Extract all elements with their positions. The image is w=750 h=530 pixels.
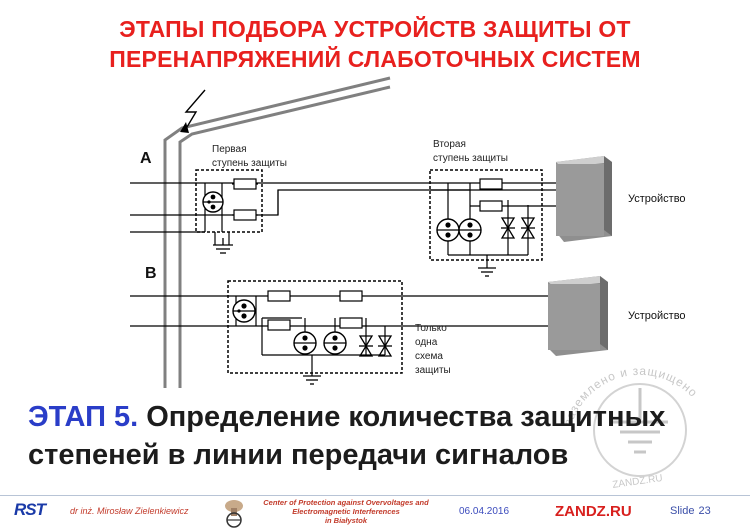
footer-org: Center of Protection against Overvoltage… [246,498,446,525]
slide-label: Slide [670,505,695,517]
rst-logo: RST [14,500,46,519]
tvs-diode-a1 [500,217,516,239]
resistor-b1 [267,290,291,302]
org-line-2: Electromagnetic Interferences [292,507,400,516]
resistor-b3 [267,319,291,331]
stage-label: ЭТАП 5. [28,401,139,433]
title-line-2: ПЕРЕНАПРЯЖЕНИЙ СЛАБОТОЧНЫХ СИСТЕМ [109,46,641,72]
resistor-b2 [339,290,363,302]
second-stage-label-1: Вторая [433,139,466,150]
first-stage-box [195,169,263,233]
tvs-diode-b2 [377,335,393,357]
title-line-1: ЭТАПЫ ПОДБОРА УСТРОЙСТВ ЗАЩИТЫ ОТ [119,16,631,42]
footer-author: dr inż. Mirosław Zielenkiewicz [70,506,189,516]
ground-icon-a1 [213,238,233,254]
only-one-line-4: защиты [415,365,451,376]
lightning-arrowhead [180,122,189,133]
tvs-diode-b1 [358,335,374,357]
footer: RST dr inż. Mirosław Zielenkiewicz Cente… [0,495,750,530]
slide-number-value: 23 [698,505,711,517]
footer-date: 06.04.2016 [459,506,510,517]
lightning-icon [183,89,206,133]
resistor-a3 [479,178,503,190]
device-a-label: Устройство [628,193,686,205]
slide-caption: ЭТАП 5. Определение количества защитных … [28,398,728,474]
building-wall [163,76,391,388]
resistor-b4 [339,317,363,329]
resistor-a2 [233,209,257,221]
resistor-a4 [479,200,503,212]
tvs-diode-a2 [520,217,536,239]
org-line-1: Center of Protection against Overvoltage… [263,498,429,507]
second-stage-box [429,169,543,261]
device-a-box [556,156,612,242]
org-logo-icon [225,500,243,528]
first-stage-label-1: Первая [212,144,247,155]
device-b-box [548,276,608,356]
resistor-a1 [233,178,257,190]
ground-icon-a2 [478,267,496,277]
first-stage-label-2: ступень защиты [212,158,287,169]
slide-title: ЭТАПЫ ПОДБОРА УСТРОЙСТВ ЗАЩИТЫ ОТ ПЕРЕНА… [0,14,750,74]
watermark-bottom-text: ZANDZ.RU [612,473,664,491]
caption-text-1: Определение количества защитных [138,401,666,433]
label-b: B [145,265,157,282]
only-one-line-3: схема [415,351,443,362]
footer-site[interactable]: ZANDZ.RU [555,503,632,520]
single-stage-box [227,280,403,374]
wires-a [130,182,556,268]
ground-icon-b [303,375,321,385]
footer-divider [0,495,750,496]
only-one-line-2: одна [415,337,438,348]
only-one-line-1: Только [415,323,447,334]
label-a: A [140,150,152,167]
org-line-3: in Białystok [324,516,368,525]
second-stage-label-2: ступень защиты [433,153,508,164]
device-b-label: Устройство [628,310,686,322]
caption-text-2: степеней в линии передачи сигналов [28,439,569,471]
